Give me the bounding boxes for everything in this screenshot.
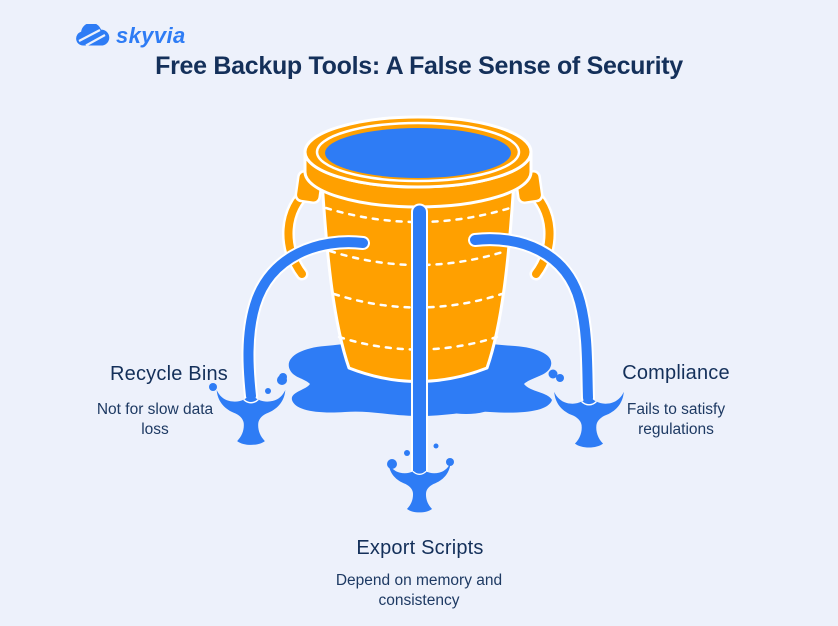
brand-name: skyvia	[116, 23, 186, 48]
splash-left	[216, 389, 286, 445]
bucket-rim-inner-line	[315, 121, 521, 183]
splash-right	[554, 391, 624, 448]
cloud-icon	[76, 24, 110, 46]
splash-droplets	[209, 374, 564, 469]
callout-label-export-scripts: Export Scripts	[356, 537, 484, 559]
page-title: Free Backup Tools: A False Sense of Secu…	[155, 52, 683, 80]
leak-stream-right	[468, 232, 595, 405]
leak-stream-left	[241, 235, 370, 403]
brand-logo: skyvia	[75, 24, 186, 48]
splash-center	[388, 462, 451, 513]
callout-desc-compliance: Fails to satisfy regulations	[626, 401, 726, 439]
callout-desc-recycle-bins: Not for slow data loss	[96, 401, 214, 439]
callout-desc-export-scripts: Depend on memory and consistency	[335, 572, 503, 610]
bucket-water	[325, 128, 511, 178]
callout-label-recycle-bins: Recycle Bins	[110, 363, 228, 385]
callout-label-compliance: Compliance	[622, 362, 730, 384]
